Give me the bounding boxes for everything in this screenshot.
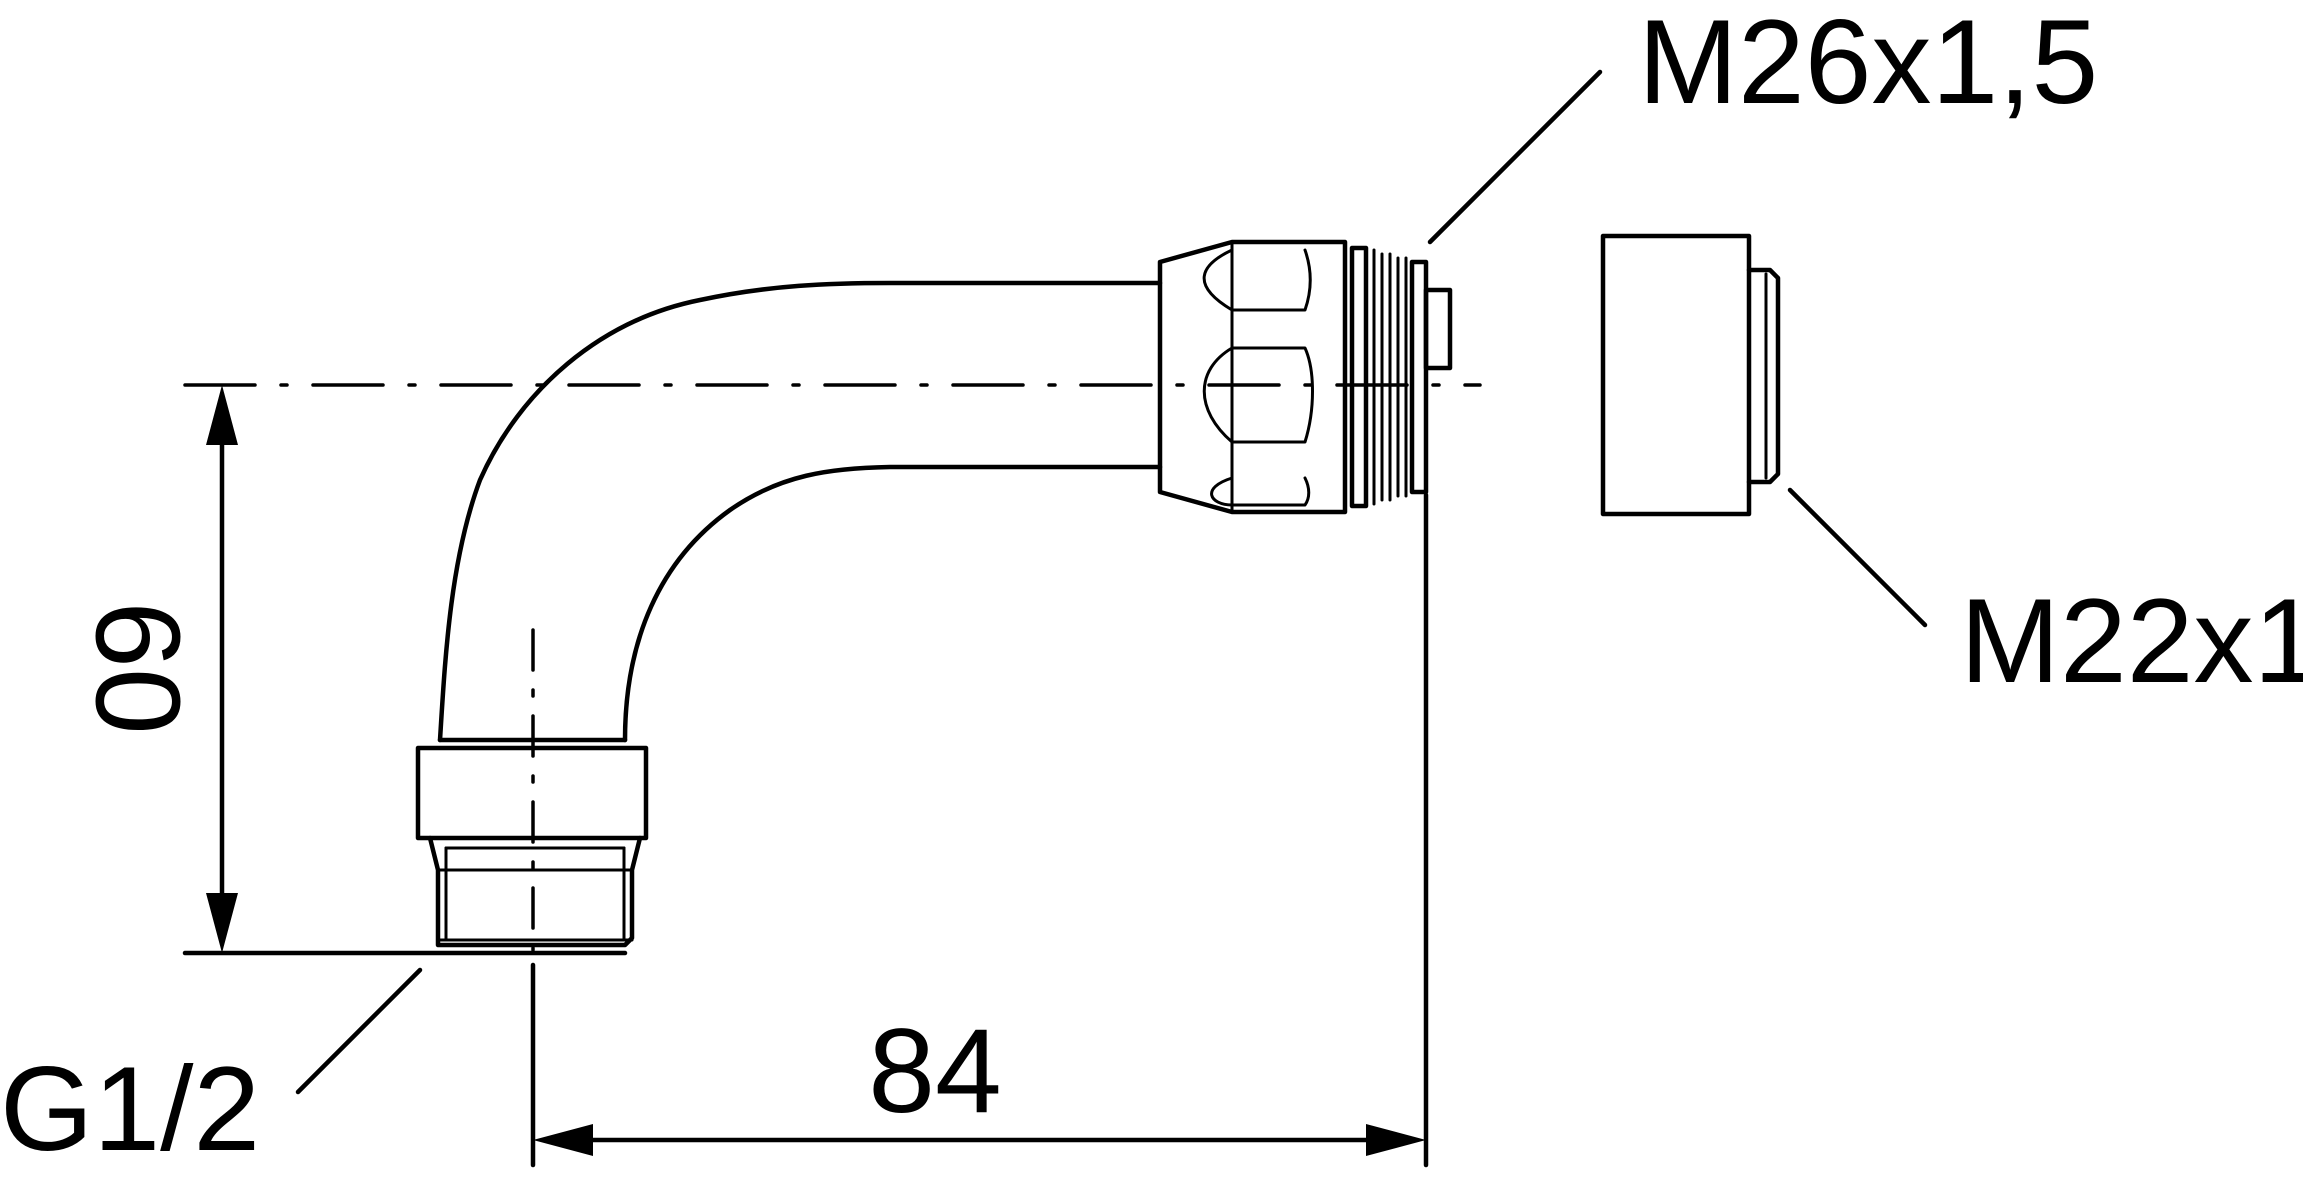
inlet-fitting <box>415 737 649 948</box>
label-inlet-thread: G1/2 <box>0 1042 260 1176</box>
leader-inlet-thread <box>295 967 423 1095</box>
dimension-vertical-label: 60 <box>70 601 204 734</box>
dimension-horizontal-label: 84 <box>868 1004 1001 1138</box>
leader-aerator-thread <box>1787 487 1928 628</box>
union-nut <box>1157 239 1348 515</box>
outlet-thread <box>1349 245 1453 509</box>
leader-outlet-thread <box>1427 69 1603 245</box>
label-aerator-thread: M22x1 <box>1960 574 2303 708</box>
label-outlet-thread: M26x1,5 <box>1638 0 2098 129</box>
bent-pipe <box>437 280 1163 743</box>
aerator <box>1600 233 1781 517</box>
dimension-horizontal <box>533 1124 1426 1156</box>
dimension-vertical <box>206 385 238 953</box>
